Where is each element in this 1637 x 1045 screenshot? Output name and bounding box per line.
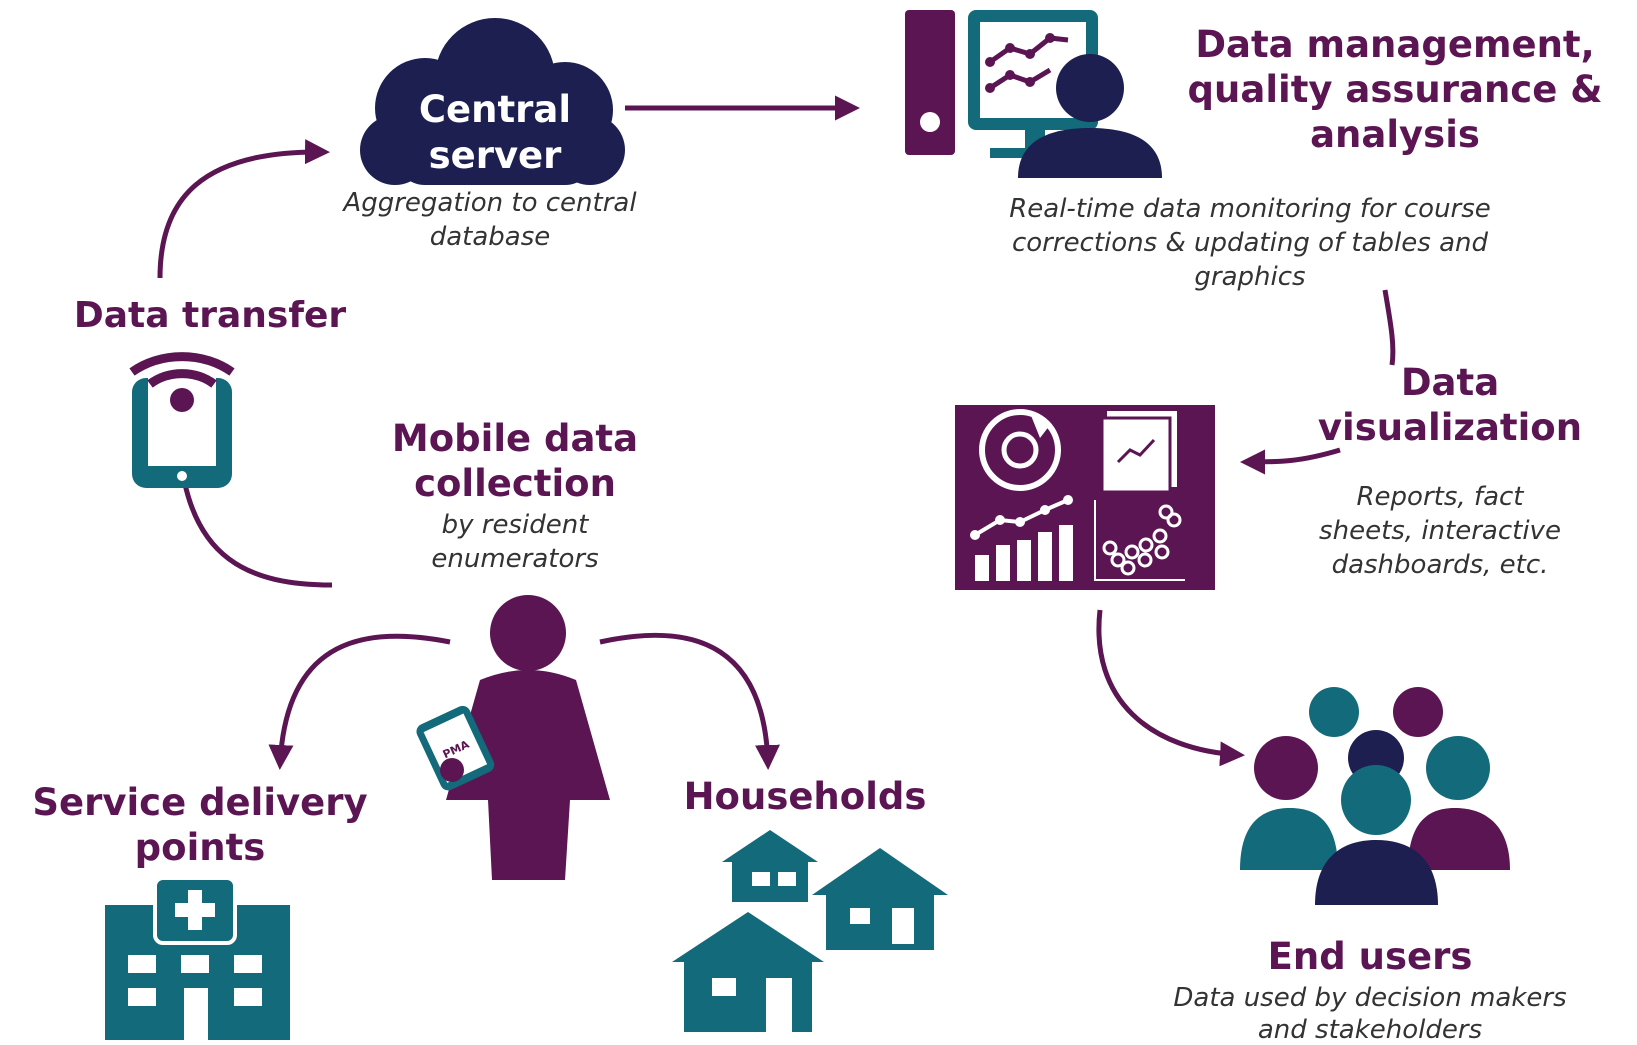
- central-server-title-line2: server: [428, 134, 562, 177]
- mobile-collection-title-line2: collection: [414, 462, 616, 505]
- cloud-icon: [360, 18, 625, 185]
- arrow-enumerator-to-transfer: [169, 447, 333, 588]
- hospital-icon: [105, 876, 290, 1040]
- hand-shape: [440, 758, 464, 782]
- central-server-caption-line2: database: [429, 222, 551, 252]
- end-users-title: End users: [1267, 935, 1473, 978]
- end-users-caption: Data used by decision makers and stakeho…: [1105, 982, 1635, 1045]
- arrow-transfer-to-server: [157, 139, 330, 279]
- service-delivery-title-line2: points: [134, 826, 266, 869]
- central-server-caption-line1: Aggregation to central: [343, 188, 637, 218]
- central-server-title: Central server: [385, 87, 605, 179]
- central-server-title-line1: Central: [418, 88, 572, 131]
- households-title: Households: [683, 775, 927, 818]
- data-management-title-line3: analysis: [1310, 113, 1480, 156]
- data-visualization-title: Data visualization: [1290, 360, 1610, 450]
- service-delivery-title: Service delivery points: [5, 780, 395, 870]
- people-group-icon: [1240, 687, 1510, 905]
- tablet-icon: PMA: [416, 705, 495, 791]
- data-management-caption-line3: graphics: [1194, 262, 1306, 292]
- service-delivery-title-line1: Service delivery: [32, 781, 368, 824]
- data-visualization-title-line1: Data: [1400, 361, 1500, 404]
- houses-icon: [672, 830, 948, 1032]
- arrow-enumerator-to-households: [599, 632, 780, 770]
- data-management-title: Data management, quality assurance & ana…: [1160, 22, 1630, 157]
- mobile-collection-caption-line1: by resident: [441, 510, 589, 540]
- data-management-title-line1: Data management,: [1195, 23, 1595, 66]
- data-visualization-caption: Reports, fact sheets, interactive dashbo…: [1270, 480, 1610, 582]
- mobile-collection-title: Mobile data collection: [365, 416, 665, 506]
- mobile-collection-caption-line2: enumerators: [431, 544, 599, 574]
- data-management-title-line2: quality assurance &: [1187, 68, 1603, 111]
- data-visualization-caption-line3: dashboards, etc.: [1331, 550, 1549, 580]
- arrow-management-to-visualization: [1382, 289, 1396, 366]
- data-visualization-caption-line1: Reports, fact: [1356, 482, 1524, 512]
- mobile-collection-title-line1: Mobile data: [391, 417, 639, 460]
- data-management-caption-line1: Real-time data monitoring for course: [1009, 194, 1491, 224]
- central-server-caption: Aggregation to central database: [290, 186, 690, 254]
- data-visualization-caption-line2: sheets, interactive: [1319, 516, 1561, 546]
- arrow-dashboard-to-end-users: [1096, 609, 1245, 767]
- data-management-caption-line2: corrections & updating of tables and: [1011, 228, 1488, 258]
- wifi-phone-icon: [129, 352, 235, 488]
- arrow-visualization-label-to-dashboard: [1240, 447, 1341, 475]
- flow-arrows: [157, 95, 1396, 770]
- arrow-enumerator-to-service-points: [268, 633, 451, 770]
- computer-analyst-icon: [905, 10, 1162, 178]
- data-transfer-title: Data transfer: [73, 295, 347, 336]
- enumerator-icon: [446, 595, 610, 880]
- data-visualization-title-line2: visualization: [1317, 406, 1583, 449]
- data-management-caption: Real-time data monitoring for course cor…: [930, 192, 1570, 294]
- mobile-collection-caption: by resident enumerators: [365, 508, 665, 576]
- end-users-caption-line1: Data used by decision makers: [1173, 983, 1567, 1013]
- end-users-caption-line2: and stakeholders: [1257, 1015, 1483, 1045]
- dashboard-icon: [955, 405, 1215, 590]
